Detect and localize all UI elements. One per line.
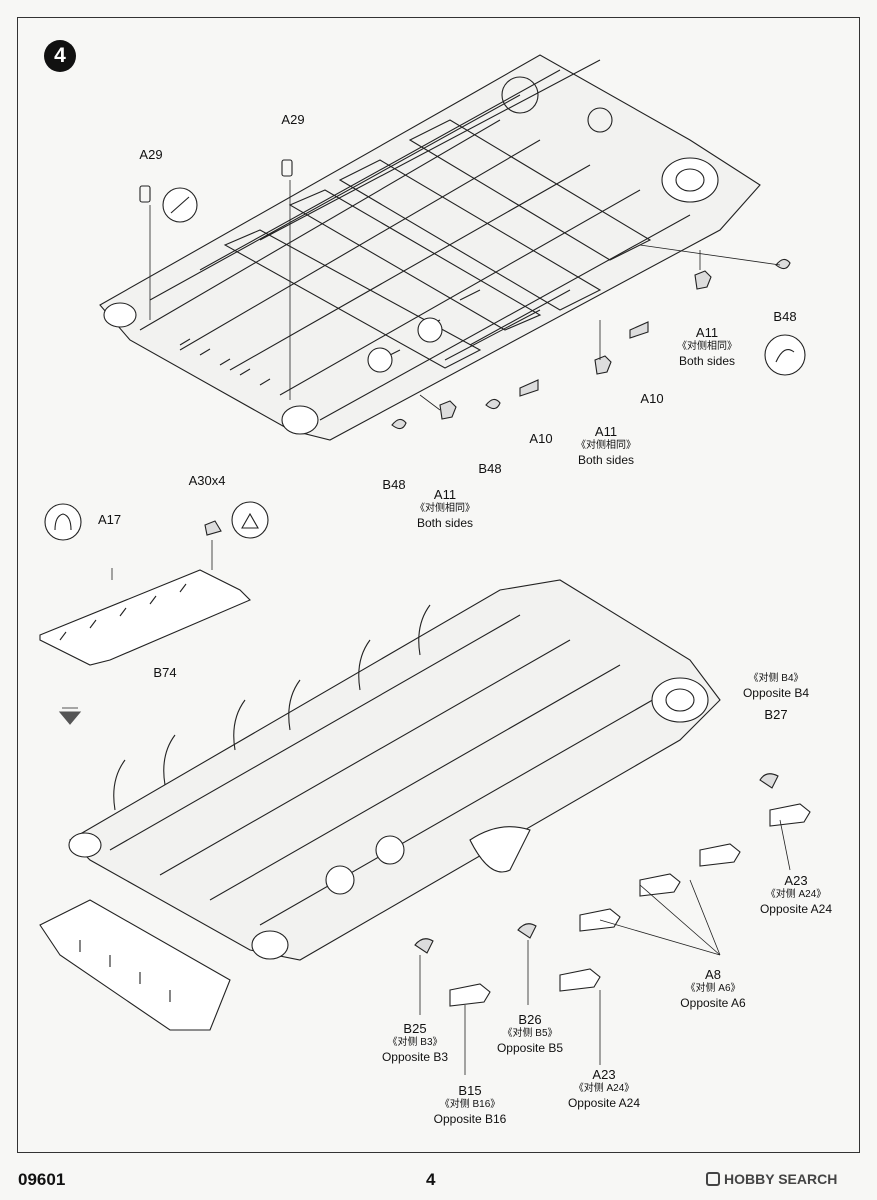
label-a29-top: A29 <box>281 112 305 127</box>
a11-mid-code: A11 <box>594 424 618 439</box>
a11-mid-en: Both sides <box>577 453 635 467</box>
upper-parts <box>139 159 806 430</box>
label-a23-bottom: A23 《对侧 A24》 Opposite A24 <box>567 1067 641 1111</box>
b26-code: B26 <box>518 1012 542 1027</box>
label-a23-right: A23 《对侧 A24》 Opposite A24 <box>759 873 833 917</box>
a11-right-cn: 《对侧相同》 <box>677 341 737 352</box>
lower-hull-drawing <box>39 579 721 1031</box>
lower-parts <box>414 773 811 1075</box>
a8-code: A8 <box>705 967 721 982</box>
down-arrow-icon <box>58 707 82 725</box>
label-a17: A17 <box>98 512 122 527</box>
track-bracket-drawing <box>39 501 269 666</box>
label-b48-mid: B48 <box>478 461 502 476</box>
page-number: 4 <box>426 1170 436 1189</box>
label-a30x4: A30x4 <box>188 473 226 488</box>
b27-cn: 《对侧 B4》 <box>748 673 804 684</box>
label-b27: B27 <box>764 707 788 722</box>
b27-en: Opposite B4 <box>742 686 810 700</box>
a23-bottom-en: Opposite A24 <box>567 1096 641 1110</box>
a11-left-cn: 《对侧相同》 <box>415 503 475 514</box>
step-number-badge: 4 <box>44 40 76 72</box>
a23-bottom-code: A23 <box>592 1067 616 1082</box>
label-a11-right: A11 《对侧相同》 Both sides <box>677 325 737 369</box>
label-b48-right: B48 <box>773 309 797 324</box>
watermark-logo-icon <box>706 1172 720 1186</box>
a11-mid-cn: 《对侧相同》 <box>576 440 636 451</box>
label-a11-left: A11 《对侧相同》 Both sides <box>415 487 475 531</box>
upper-hull-drawing <box>99 54 761 441</box>
b26-cn: 《对侧 B5》 <box>502 1028 558 1039</box>
b25-code: B25 <box>403 1021 427 1036</box>
watermark: HOBBY SEARCH <box>706 1171 837 1187</box>
label-b27-note: 《对侧 B4》 Opposite B4 <box>743 672 809 700</box>
a8-cn: 《对侧 A6》 <box>685 983 741 994</box>
a11-right-code: A11 <box>695 325 719 340</box>
label-a29-left: A29 <box>139 147 163 162</box>
label-b26: B26 《对侧 B5》 Opposite B5 <box>496 1012 564 1056</box>
product-code: 09601 <box>18 1170 66 1189</box>
label-a10-left: A10 <box>529 431 553 446</box>
label-a8: A8 《对侧 A6》 Opposite A6 <box>680 967 746 1011</box>
label-b48-left: B48 <box>382 477 406 492</box>
label-a11-mid: A11 《对侧相同》 Both sides <box>576 424 636 468</box>
b15-code: B15 <box>458 1083 482 1098</box>
page-frame <box>17 17 860 1153</box>
watermark-text: HOBBY SEARCH <box>724 1171 838 1187</box>
b26-en: Opposite B5 <box>496 1041 564 1055</box>
a23-right-en: Opposite A24 <box>759 902 833 916</box>
b15-en: Opposite B16 <box>433 1112 507 1126</box>
label-a10-right: A10 <box>640 391 664 406</box>
label-b25: B25 《对侧 B3》 Opposite B3 <box>381 1021 449 1065</box>
b25-cn: 《对侧 B3》 <box>387 1037 443 1048</box>
a23-bottom-cn: 《对侧 A24》 <box>573 1083 635 1094</box>
b15-cn: 《对侧 B16》 <box>439 1099 501 1110</box>
label-b15: B15 《对侧 B16》 Opposite B16 <box>433 1083 507 1127</box>
a11-left-en: Both sides <box>416 516 474 530</box>
b25-en: Opposite B3 <box>381 1050 449 1064</box>
a11-right-en: Both sides <box>678 354 736 368</box>
a23-right-cn: 《对侧 A24》 <box>765 889 827 900</box>
a8-en: Opposite A6 <box>680 996 746 1010</box>
label-b74: B74 <box>153 665 177 680</box>
a11-left-code: A11 <box>433 487 457 502</box>
a23-right-code: A23 <box>784 873 808 888</box>
